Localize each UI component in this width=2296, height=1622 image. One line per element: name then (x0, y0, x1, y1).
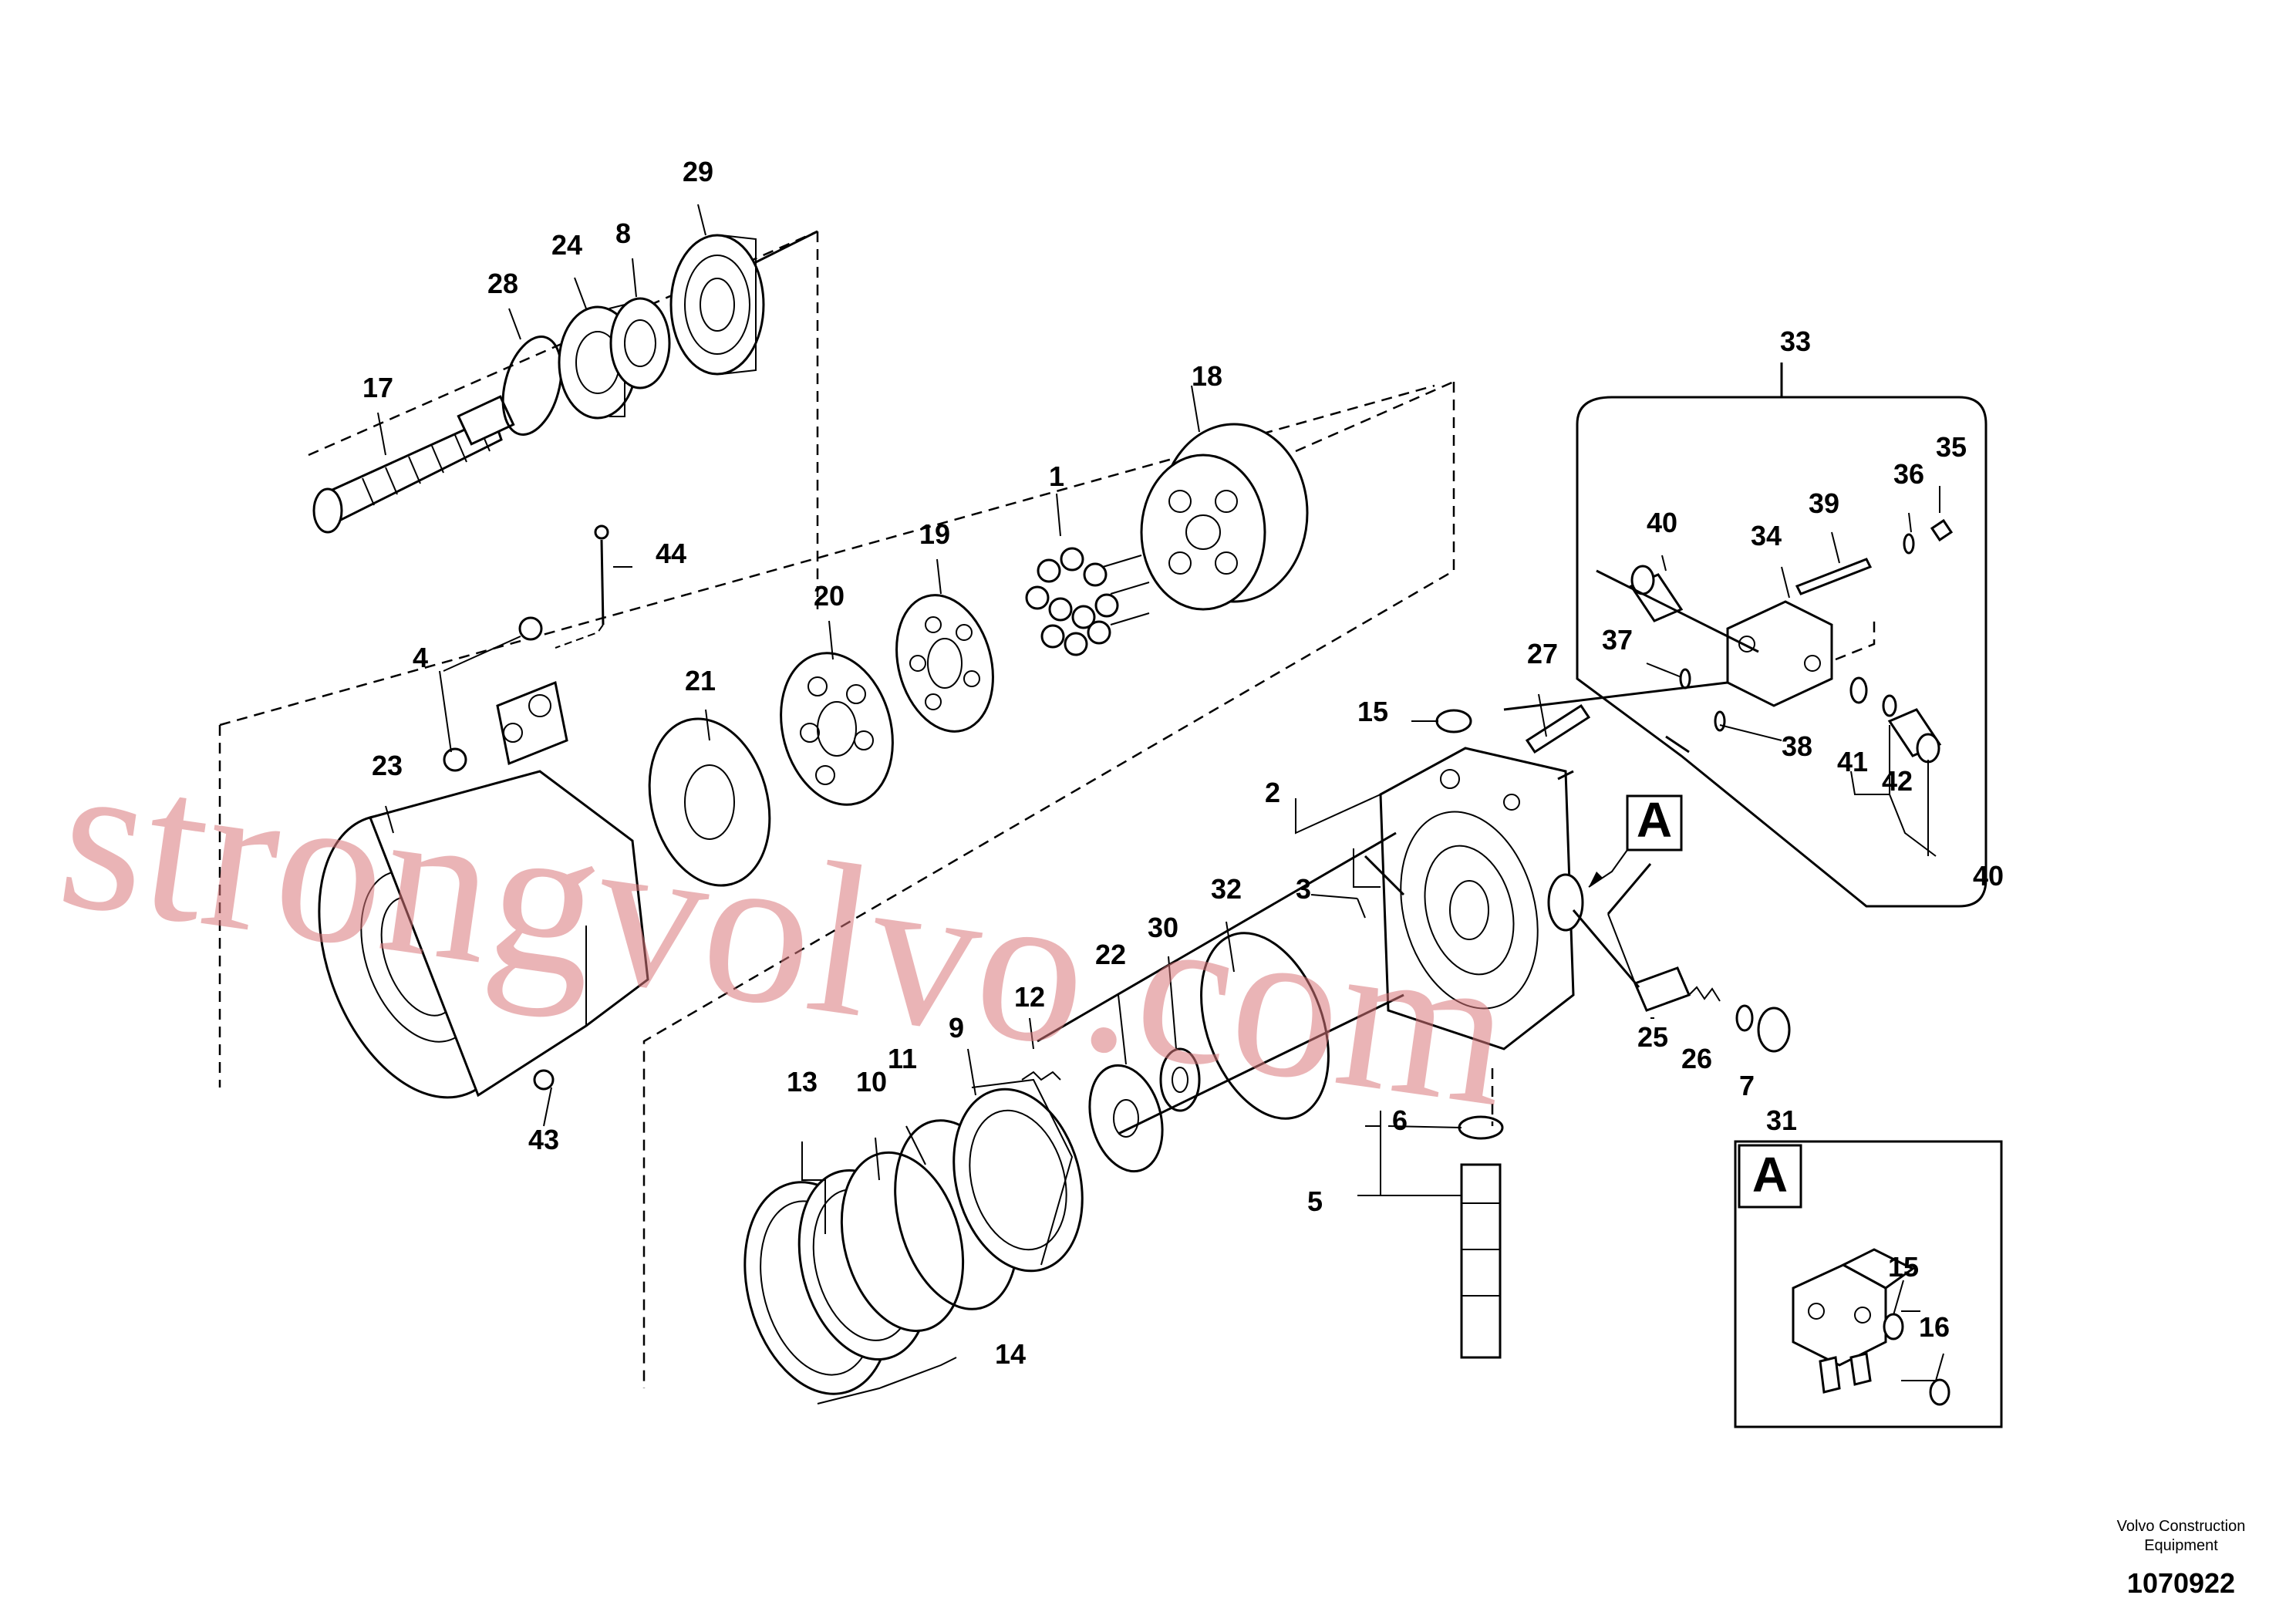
watermark-text: strongvolvo.com (47, 711, 1524, 1152)
callout-14: 14 (995, 1338, 1026, 1370)
callout-25: 25 (1637, 1021, 1668, 1053)
washer-part (609, 297, 671, 389)
credit-line-1: Volvo Construction (2117, 1518, 2246, 1535)
callout-34: 34 (1751, 520, 1782, 551)
callout-31: 31 (1766, 1104, 1797, 1136)
check-valve-parts (1633, 966, 1791, 1053)
callout-7: 7 (1739, 1070, 1755, 1101)
output-shaft-part (312, 395, 515, 534)
callout-40-secondary: 40 (1973, 860, 2004, 892)
callout-6: 6 (1392, 1104, 1408, 1136)
callout-8: 8 (615, 218, 631, 249)
solenoid-valve-block-part (1726, 600, 1833, 707)
spool-part (1460, 1163, 1502, 1359)
callout-27: 27 (1527, 638, 1558, 669)
cover-plug-part (1435, 709, 1472, 733)
callout-21: 21 (685, 665, 716, 696)
roller-bearing-part (669, 234, 765, 376)
shaft-assembly (312, 204, 818, 534)
callout-29: 29 (683, 156, 713, 187)
swash-plate-part (780, 652, 894, 806)
callout-4: 4 (413, 642, 428, 673)
plug-part (518, 616, 543, 641)
rotating-group (648, 385, 1309, 887)
valve-cover-group (1295, 693, 1791, 1359)
callout-1: 1 (1049, 460, 1064, 492)
callout-35: 35 (1936, 431, 1967, 463)
callout-3: 3 (1296, 873, 1311, 905)
detail-screw-part (1929, 1378, 1950, 1406)
bearing-small-part (1159, 1047, 1201, 1112)
callout-23: 23 (372, 750, 403, 781)
detail-valve-block-part (1792, 1248, 1915, 1394)
valve-cover-part (1379, 747, 1584, 1050)
drawing-number: 1070922 (2127, 1567, 2235, 1599)
callout-32: 32 (1211, 873, 1242, 905)
callout-30: 30 (1148, 912, 1178, 943)
callout-26: 26 (1681, 1043, 1712, 1074)
callout-37: 37 (1602, 624, 1633, 656)
callout-15-detail: 15 (1888, 1251, 1919, 1283)
callout-18: 18 (1192, 360, 1222, 392)
callout-9: 9 (949, 1012, 964, 1044)
callout-24: 24 (551, 229, 582, 261)
piston-set-part (1025, 547, 1150, 656)
callout-11: 11 (888, 1043, 917, 1074)
callout-39: 39 (1809, 487, 1839, 519)
solenoid-valve-group (1576, 363, 1988, 908)
detail-view-a-label: A (1752, 1147, 1788, 1202)
callout-20: 20 (814, 580, 845, 612)
callout-44: 44 (656, 538, 686, 569)
callout-40: 40 (1647, 507, 1677, 538)
detail-marker-a-label: A (1637, 792, 1672, 848)
callout-10: 10 (856, 1066, 887, 1098)
callout-12: 12 (1014, 981, 1045, 1013)
motor-housing (318, 524, 649, 1127)
callout-2: 2 (1265, 777, 1280, 808)
assembly-axis-lines (1037, 569, 1759, 1135)
callout-13: 13 (787, 1066, 818, 1098)
housing-screw-part (533, 1069, 555, 1091)
callout-33: 33 (1780, 325, 1811, 357)
plug-screw-part (1930, 518, 1954, 542)
detail-marker-a (1588, 794, 1683, 888)
cylinder-block-part (1140, 423, 1309, 611)
detail-view-a (1734, 1140, 2003, 1428)
cover-bolt-part (1525, 703, 1591, 754)
snap-ring-part (501, 336, 563, 436)
solenoid-plug-right-part (1887, 708, 1942, 764)
small-bolt-part (1795, 558, 1873, 595)
small-screw-part (443, 747, 467, 772)
callout-22: 22 (1095, 939, 1126, 970)
callout-38: 38 (1782, 730, 1812, 762)
brake-group (743, 921, 1330, 1404)
long-bolt-part (555, 524, 609, 649)
callout-41: 41 (1837, 746, 1868, 777)
callout-43: 43 (528, 1124, 559, 1155)
credit-line-2: Equipment (2144, 1537, 2218, 1554)
brake-piston-part (952, 1078, 1084, 1273)
callout-36: 36 (1893, 458, 1924, 490)
callout-19: 19 (919, 518, 950, 550)
valve-block-part (496, 680, 568, 766)
retainer-plate-part (895, 594, 994, 733)
friction-plate-stack-part (743, 1151, 965, 1395)
callout-15: 15 (1357, 696, 1388, 727)
valve-plate-part (1088, 1064, 1164, 1173)
callout-16: 16 (1919, 1311, 1950, 1343)
callout-42: 42 (1882, 765, 1913, 797)
detail-plug-part (1883, 1313, 1904, 1340)
thrust-plate-part (648, 717, 771, 887)
callout-17: 17 (362, 372, 393, 403)
spring-part (1021, 1071, 1061, 1081)
callout-28: 28 (487, 268, 518, 299)
callout-5: 5 (1307, 1185, 1323, 1217)
solenoid-plug-part (1629, 565, 1684, 622)
large-o-ring-part (1200, 932, 1330, 1120)
